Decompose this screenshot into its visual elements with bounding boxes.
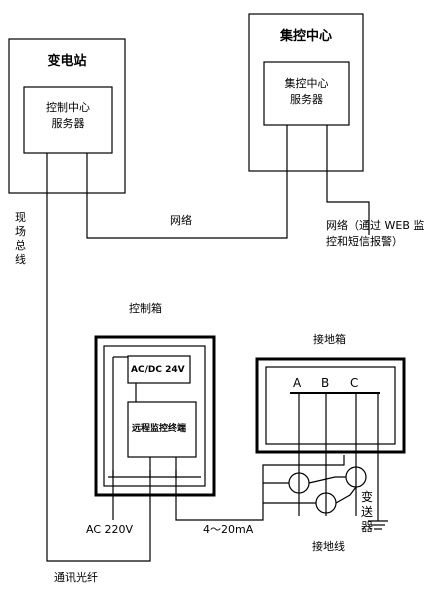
substation-server-box	[23, 86, 113, 154]
current-label: 4～20mA	[203, 523, 254, 536]
current-line	[175, 455, 345, 521]
web-network-label-line2: 控和短信报警）	[326, 235, 403, 248]
transmitter-label-1: 变	[361, 490, 374, 504]
ground-box-label: 接地箱	[313, 333, 346, 346]
remote-terminal-label: 远程监控终端	[132, 424, 187, 434]
substation-server-line2: 服务器	[51, 117, 85, 130]
fiber-line	[46, 153, 151, 562]
phase-c-label: C	[350, 376, 359, 390]
web-network-label-line1: 网络（通过 WEB 监	[326, 219, 425, 232]
control-box-inner	[103, 345, 206, 487]
control-center-box	[248, 13, 364, 172]
substation-title: 变电站	[47, 54, 87, 69]
transmitter-label-3: 器	[361, 520, 374, 534]
acdc-label: AC/DC 24V	[131, 365, 185, 375]
control-box-outer	[94, 335, 216, 497]
acdc-box	[127, 355, 191, 384]
transmitter-label-2: 送	[361, 505, 374, 519]
phase-a-label: A	[293, 376, 302, 390]
control-center-server-line1: 集控中心	[284, 77, 329, 90]
network-label: 网络	[170, 214, 192, 227]
substation-server-line1: 控制中心	[46, 101, 90, 114]
ground-wire-label: 接地线	[312, 540, 345, 553]
fiber-label: 通讯光纤	[54, 571, 98, 584]
control-center-server-line2: 服务器	[290, 93, 323, 106]
web-network-line	[326, 125, 370, 235]
network-line	[86, 125, 288, 239]
remote-terminal-box	[127, 401, 197, 458]
ac220-label: AC 220V	[86, 523, 134, 536]
phase-b-label: B	[321, 376, 330, 390]
ground-box-outer	[255, 357, 406, 454]
control-center-server-box	[263, 61, 350, 126]
substation-box	[8, 38, 126, 194]
ground-box-inner	[265, 366, 396, 445]
field-bus-label: 现场总线	[15, 211, 26, 266]
control-center-title: 集控中心	[279, 29, 332, 44]
control-box-label: 控制箱	[129, 302, 162, 315]
